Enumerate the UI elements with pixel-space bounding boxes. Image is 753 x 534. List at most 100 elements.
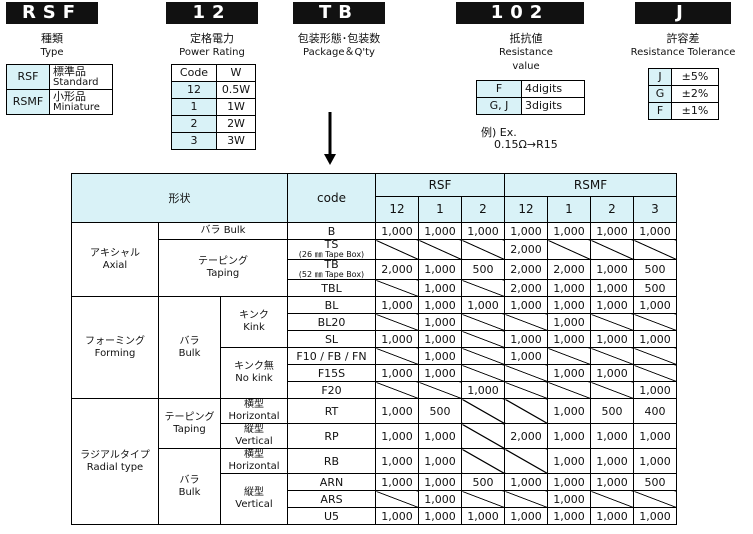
qty-cell: 2,000 [504,259,548,280]
qty-cell: 1,000 [418,259,462,280]
qty-cell: 1,000 [633,423,677,449]
qty-cell: 1,000 [590,259,634,280]
qty-cell: 1,000 [504,296,548,314]
na-cell [461,330,505,348]
qty-cell: 1,000 [633,330,677,348]
qty-cell: 1,000 [504,347,548,365]
package-code: RP [287,423,376,449]
qty-cell: 1,000 [375,222,419,240]
tolerance-table: J±5% G±2% F±1% [648,68,719,120]
qty-cell: 1,000 [547,473,591,491]
example-value: 0.15Ω→R15 [494,138,558,151]
package-code: ARN [287,473,376,491]
example-label: 例) Ex. [481,126,517,139]
power-header: W [216,64,256,82]
qty-cell: 1,000 [418,364,462,382]
package-code: F10 / FB / FN [287,347,376,365]
rating-col-header: 1 [547,196,591,223]
rating-col-header: 12 [504,196,548,223]
qty-cell: 1,000 [590,330,634,348]
tol-value: ±5% [671,68,719,86]
na-cell [504,490,548,508]
na-cell [633,490,677,508]
na-cell [633,364,677,382]
na-cell [461,490,505,508]
qty-cell: 400 [633,398,677,424]
code-box-power: 12 [166,2,258,24]
tol-code: F [648,102,672,120]
package-code: TB(52 ㎜ Tape Box) [287,259,376,280]
qty-cell: 1,000 [547,330,591,348]
rating-col-header: 2 [590,196,634,223]
qty-cell: 500 [590,398,634,424]
qty-cell: 1,000 [418,296,462,314]
na-cell [590,381,634,399]
na-cell [418,239,462,260]
qty-cell: 1,000 [633,296,677,314]
shape-header: 形状 [71,173,288,223]
qty-cell: 1,000 [633,448,677,474]
qty-cell: 1,000 [418,347,462,365]
qty-cell: 1,000 [418,490,462,508]
rsf-header: RSF [375,173,505,197]
qty-cell: 1,000 [461,222,505,240]
power-code: 3 [171,132,217,150]
na-cell [461,448,505,474]
power-code: 1 [171,98,217,116]
qty-cell: 2,000 [504,279,548,297]
qty-cell: 1,000 [418,222,462,240]
code-header: code [287,173,376,223]
power-code: 12 [171,81,217,99]
qty-cell: 1,000 [547,222,591,240]
code-box-resistance: 102 [456,2,584,24]
qty-cell: 1,000 [461,507,505,525]
qty-cell: 1,000 [504,222,548,240]
qty-cell: 1,000 [461,381,505,399]
na-cell [375,313,419,331]
qty-cell: 1,000 [418,507,462,525]
qty-cell: 1,000 [375,398,419,424]
power-value: 2W [216,115,256,133]
tol-value: ±2% [671,85,719,103]
qty-cell: 500 [461,259,505,280]
na-cell [504,364,548,382]
qty-cell: 1,000 [375,423,419,449]
res-code: G, J [476,97,522,115]
na-cell [590,313,634,331]
package-code: ARS [287,490,376,508]
na-cell [461,423,505,449]
code-box-type: RSF [6,2,98,24]
qty-cell: 1,000 [418,313,462,331]
na-cell [504,381,548,399]
qty-cell: 1,000 [633,507,677,525]
qty-cell: 1,000 [375,507,419,525]
na-cell [590,347,634,365]
package-code: U5 [287,507,376,525]
qty-cell: 1,000 [418,330,462,348]
qty-cell: 1,000 [375,330,419,348]
qty-cell: 500 [418,398,462,424]
arrow-down-icon [324,112,336,165]
qty-cell: 1,000 [590,423,634,449]
